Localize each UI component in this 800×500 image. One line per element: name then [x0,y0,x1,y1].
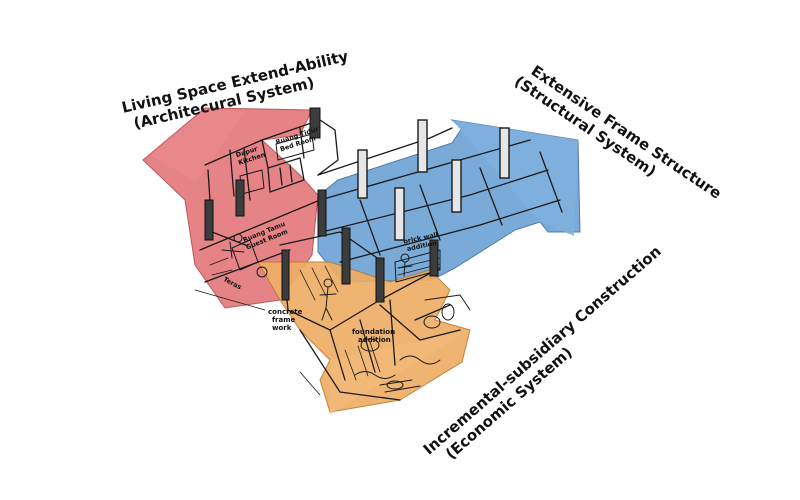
economic-arrow [257,261,471,414]
svg-text:concrete: concrete [268,308,303,316]
svg-text:addition: addition [358,336,391,344]
columns [204,107,510,303]
foundation-label: foundation addition [352,328,395,344]
svg-text:work: work [272,324,292,332]
concrete-frame-label: concrete frame work [268,308,303,332]
svg-text:foundation: foundation [352,328,395,336]
svg-text:frame: frame [272,316,296,324]
